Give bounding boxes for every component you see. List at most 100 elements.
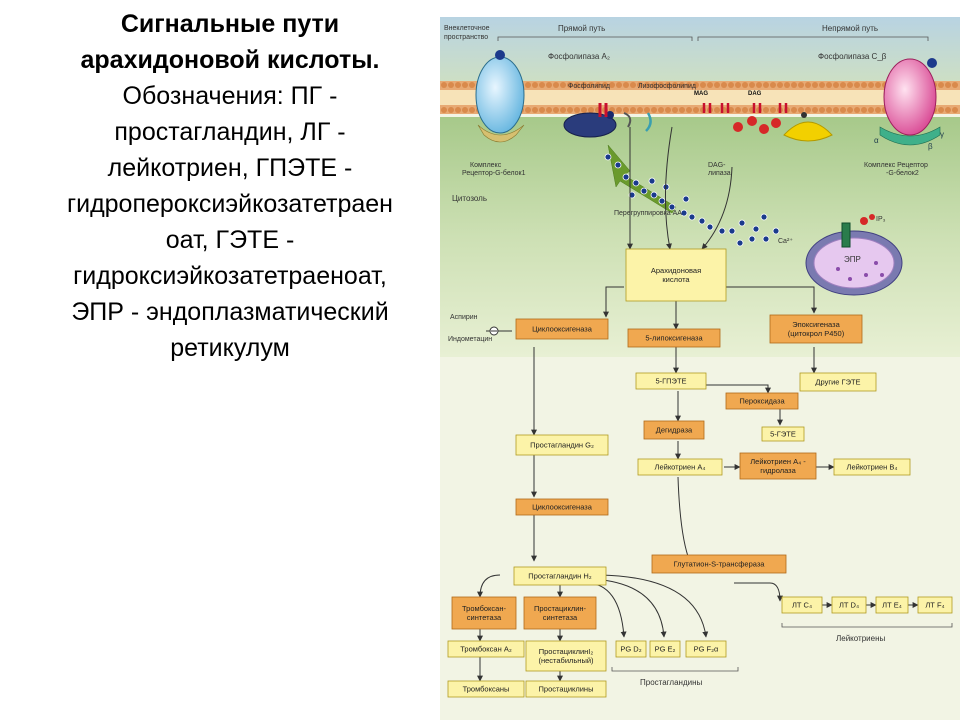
lipid-head — [770, 82, 776, 88]
cyclooxygenase-1-box-frame — [515, 318, 609, 340]
pg-f2a-box-label: PG F₂α — [694, 645, 719, 654]
lipid-head — [448, 82, 454, 88]
5-hete-box: 5-ГЭТЕ — [761, 426, 805, 442]
lipid-head — [714, 82, 720, 88]
pg-f2a-box-frame — [685, 640, 727, 658]
lipid-head — [847, 107, 853, 113]
cyclooxygenase-2-box: Циклооксигеназа — [515, 498, 609, 516]
lipid-head — [686, 82, 692, 88]
lipid-head — [833, 107, 839, 113]
legend-text: Обозначения: ПГ - простагландин, ЛГ - ле… — [20, 78, 440, 366]
lipid-head — [546, 107, 552, 113]
pg-e2-box: PG E₂ — [649, 640, 681, 658]
er-label: ЭПР — [844, 255, 861, 264]
prostacyclin-i2-box-frame — [525, 640, 607, 672]
aspirin-label: Аспирин — [450, 314, 478, 321]
lipid-head — [469, 107, 475, 113]
lipid-head — [693, 107, 699, 113]
title-line: Сигнальные пути — [120, 10, 340, 38]
lipid-head — [532, 82, 538, 88]
lt-e4-box-frame — [875, 596, 909, 614]
other-hete-box-frame — [799, 372, 877, 392]
lta4-hydrolase-box-frame — [739, 452, 817, 480]
lipid-head — [672, 82, 678, 88]
prostacyclins-box-frame — [525, 680, 607, 698]
prostaglandin-h2-box-frame — [513, 566, 607, 586]
lipid-head — [665, 107, 671, 113]
phospholipid-label: Фосфолипид — [568, 83, 610, 90]
lipid-head — [791, 82, 797, 88]
lipid-head — [630, 107, 636, 113]
arachidonic-acid-box-frame — [625, 248, 727, 302]
cyclooxygenase-1-box: Циклооксигеназа — [515, 318, 609, 340]
leukotriene-a4-box-frame — [637, 458, 723, 476]
lipid-head — [448, 107, 454, 113]
lipid-head — [798, 82, 804, 88]
lipid-head — [532, 107, 538, 113]
lysophospholipid-molecule — [645, 112, 652, 132]
receptor-g-protein-complex-2 — [879, 58, 941, 146]
lipid-head — [602, 82, 608, 88]
lipid-head — [707, 82, 713, 88]
lipid-head — [693, 82, 699, 88]
epoxygenase-box-label: Эпоксигеназа — [792, 320, 840, 329]
prostacyclin-synthase-box-label: синтетаза — [543, 613, 578, 622]
lta4-hydrolase-box: Лейкотриен A₄ -гидролаза — [739, 452, 817, 480]
title-line: арахидоновой кислоты. — [80, 46, 380, 74]
lipid-head — [875, 82, 881, 88]
lipid-head — [560, 82, 566, 88]
lipid-head — [623, 82, 629, 88]
complex1-label: Комплекс — [470, 162, 502, 169]
lipid-head — [637, 82, 643, 88]
lipid-head — [588, 107, 594, 113]
other-hete-box-label: Другие ГЭТЕ — [815, 378, 860, 387]
5-lipoxygenase-box-label: 5-липоксигеназа — [645, 334, 703, 343]
lipid-head — [455, 107, 461, 113]
lipid-head — [637, 107, 643, 113]
calcium-ion — [648, 177, 656, 185]
legend-line: ретикулум — [170, 334, 290, 362]
dag-label: DAG — [748, 91, 762, 97]
lipid-head — [868, 107, 874, 113]
lipid-head — [553, 82, 559, 88]
legend-line: оат, ГЭТЕ - — [165, 226, 295, 254]
prostaglandin-g2-box-frame — [515, 434, 609, 456]
lt-e4-box: ЛТ E₄ — [875, 596, 909, 614]
lipid-head — [812, 107, 818, 113]
lipid-head — [861, 82, 867, 88]
lipid-head — [728, 82, 734, 88]
lipid-head — [791, 107, 797, 113]
direct-path-bracket — [497, 36, 693, 41]
lipid-head — [679, 107, 685, 113]
prostacyclin-synthase-box: Простациклин-синтетаза — [523, 596, 597, 630]
lysophospholipid-label: Лизофосфолипид — [638, 83, 696, 90]
glutathione-s-transferase-box: Глутатион-S-трансфераза — [651, 554, 787, 574]
lipid-head — [644, 107, 650, 113]
lipid-head — [581, 107, 587, 113]
calcium-ion — [632, 179, 640, 187]
lipid-head — [469, 82, 475, 88]
epoxygenase-box-frame — [769, 314, 863, 344]
lipid-head — [644, 82, 650, 88]
prostacyclin-i2-box-label: (нестабильный) — [538, 656, 594, 665]
pg-e2-box-frame — [649, 640, 681, 658]
dag-molecules — [702, 103, 788, 113]
thromboxane-synthase-box-label: Тромбоксан- — [462, 604, 506, 613]
prostacyclins-box: Простациклины — [525, 680, 607, 698]
thromboxane-synthase-box: Тромбоксан-синтетаза — [451, 596, 517, 630]
prostacyclin-i2-box: ПростациклинI₂(нестабильный) — [525, 640, 607, 672]
lipid-head — [742, 82, 748, 88]
pg-d2-box-frame — [615, 640, 647, 658]
prostaglandin-g2-box-label: Простагландин G₂ — [530, 441, 594, 450]
indomethacin-label: Индометацин — [448, 336, 492, 343]
leukotriene-a4-box: Лейкотриен A₄ — [637, 458, 723, 476]
prostacyclin-synthase-box-label: Простациклин- — [534, 604, 587, 613]
arachidonic-acid-box-label: кислота — [662, 275, 690, 284]
calcium-ion — [614, 161, 622, 169]
legend-line: гидроксиэйкозатетраеноат, — [73, 262, 387, 290]
other-hete-box: Другие ГЭТЕ — [799, 372, 877, 392]
lipid-head — [945, 107, 951, 113]
lipid-head — [728, 107, 734, 113]
lipid-head — [441, 82, 447, 88]
dehydrase-box: Дегидраза — [643, 420, 705, 440]
